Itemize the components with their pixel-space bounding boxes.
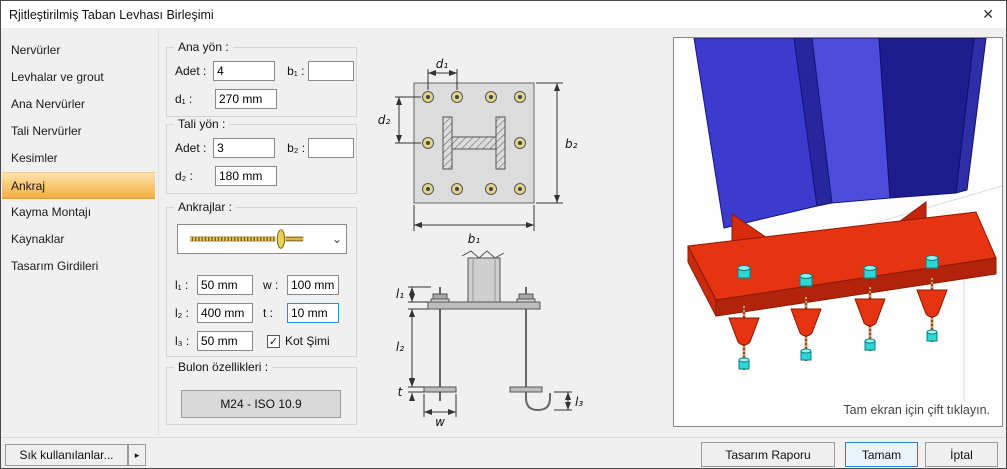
w-label: w : <box>263 278 279 292</box>
ana-adet-input[interactable] <box>213 61 276 81</box>
anchor-bolts-3d <box>728 255 948 370</box>
l3-label: l₃ : <box>175 334 190 348</box>
dialog-title: Rjitleştirilmiş Taban Levhası Birleşimi <box>9 7 214 22</box>
b2-label: b₂ : <box>287 141 306 155</box>
cancel-button[interactable]: İptal <box>925 442 998 467</box>
kot-simi-label: Kot Şimi <box>285 334 330 348</box>
bolt-holes <box>422 91 526 195</box>
dim-l2-label: l₂ <box>396 340 404 354</box>
column-3d <box>693 38 987 229</box>
dim-d1-label: d₁ <box>436 57 449 71</box>
top-view-diagram: d₁ d₂ b₂ b₁ <box>378 57 578 246</box>
side-view-diagram: l₁ l₂ t w l₃ <box>396 250 583 429</box>
t-input[interactable] <box>287 303 339 323</box>
dim-l1-label: l₁ <box>396 287 404 301</box>
base-plate-3d <box>687 201 997 317</box>
close-icon[interactable]: ✕ <box>982 6 994 22</box>
group-bulon-title: Bulon özellikleri : <box>174 360 273 374</box>
w-input[interactable] <box>287 275 339 295</box>
sidebar-item-kaynaklar[interactable]: Kaynaklar <box>11 232 65 246</box>
tali-adet-input[interactable] <box>213 138 276 158</box>
d2-label: d₂ : <box>175 169 193 183</box>
group-tali-yon-title: Tali yön : <box>174 117 230 131</box>
b1-input[interactable] <box>308 61 354 81</box>
title-bar: Rjitleştirilmiş Taban Levhası Birleşimi … <box>1 1 1006 28</box>
footer-divider <box>1 437 1006 438</box>
d1-input[interactable] <box>215 89 277 109</box>
group-ankrajlar-title: Ankrajlar : <box>174 200 237 214</box>
t-label: t : <box>263 306 274 320</box>
group-tali-yon: Tali yön : Adet : b₂ : d₂ : <box>166 117 357 194</box>
group-ana-yon-title: Ana yön : <box>174 40 233 54</box>
group-bulon-ozellikleri: Bulon özellikleri : M24 - ISO 10.9 <box>166 360 357 425</box>
l3-input[interactable] <box>197 331 253 351</box>
fullscreen-hint: Tam ekran için çift tıklayın. <box>843 403 990 417</box>
sidebar-item-tasarim-girdileri[interactable]: Tasarım Girdileri <box>11 259 99 273</box>
tali-adet-label: Adet : <box>175 141 207 155</box>
group-ana-yon: Ana yön : Adet : b₁ : d₁ : <box>166 40 357 117</box>
preview-3d-render <box>687 38 1002 403</box>
dim-t-label: t <box>398 385 404 399</box>
l2-label: l₂ : <box>175 306 189 320</box>
favorites-button[interactable]: Sık kullanılanlar... <box>5 444 128 466</box>
kot-simi-checkbox[interactable]: ✓ <box>267 334 280 348</box>
l1-input[interactable] <box>197 275 253 295</box>
dim-b1-label: b₁ <box>468 232 481 246</box>
sidebar-item-ana-nervurler[interactable]: Ana Nervürler <box>11 97 86 111</box>
bolt-spec-button[interactable]: M24 - ISO 10.9 <box>181 390 341 418</box>
dim-l3-label: l₃ <box>575 395 583 409</box>
favorites-expand-icon[interactable]: ▸ <box>128 444 146 466</box>
dim-w-label: w <box>435 415 445 429</box>
d2-input[interactable] <box>215 166 277 186</box>
design-report-button[interactable]: Tasarım Raporu <box>701 442 835 467</box>
ok-button[interactable]: Tamam <box>845 442 918 467</box>
sidebar-item-levhalar-ve-grout[interactable]: Levhalar ve grout <box>11 70 104 84</box>
anchor-rod-icon <box>189 229 304 249</box>
anchor-type-dropdown[interactable]: ⌄ <box>177 224 347 254</box>
sidebar-divider <box>158 29 159 435</box>
sidebar-item-kayma-montaji[interactable]: Kayma Montajı <box>11 205 92 219</box>
sidebar-item-kesimler[interactable]: Kesimler <box>11 151 58 165</box>
sidebar: Nervürler Levhalar ve grout Ana Nervürle… <box>2 37 155 280</box>
group-ankrajlar: Ankrajlar : ⌄ l₁ : w : l₂ : t : l₃ : <box>166 200 357 357</box>
l1-label: l₁ : <box>175 278 189 292</box>
sidebar-item-nervurler[interactable]: Nervürler <box>11 43 61 57</box>
b1-label: b₁ : <box>287 64 305 78</box>
sidebar-item-ankraj[interactable]: Ankraj <box>2 172 155 199</box>
d1-label: d₁ : <box>175 92 193 106</box>
b2-input[interactable] <box>308 138 354 158</box>
check-icon: ✓ <box>268 335 279 348</box>
ana-adet-label: Adet : <box>175 64 207 78</box>
l2-input[interactable] <box>197 303 253 323</box>
dim-b2-label: b₂ <box>565 137 578 151</box>
dim-d2-label: d₂ <box>378 113 391 127</box>
chevron-down-icon: ⌄ <box>331 232 343 246</box>
sidebar-item-tali-nervurler[interactable]: Tali Nervürler <box>11 124 82 138</box>
preview-3d-viewport[interactable]: Tam ekran için çift tıklayın. <box>673 37 1003 427</box>
